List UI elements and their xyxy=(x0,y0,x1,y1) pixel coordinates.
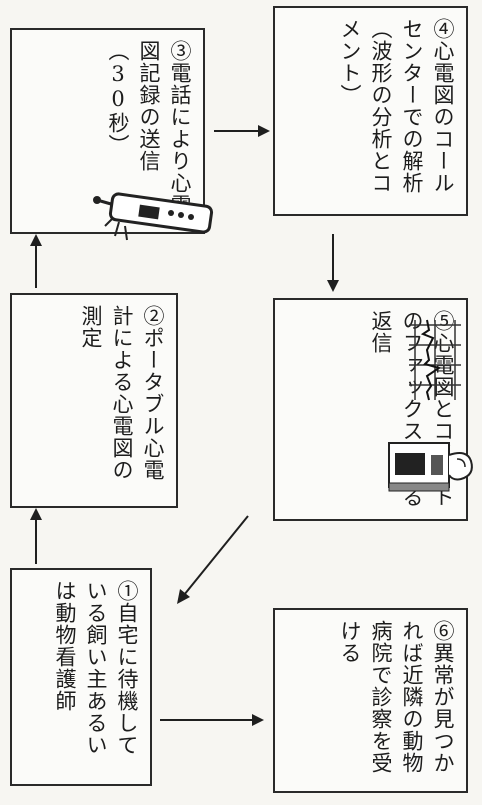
arrow-step3-to-step4 xyxy=(214,125,270,137)
ecg-chart-icon xyxy=(409,319,461,401)
arrow-step5-to-step1 xyxy=(177,515,249,604)
step-3-text: ③電話により心電図記録の送信（30秒） xyxy=(106,40,192,216)
step-2-text: ②ポータブル心電計による心電図の測定 xyxy=(79,305,165,481)
step-1-text: ①自宅に待機している飼い主あるいは動物看護師 xyxy=(53,580,139,756)
fax-machine-icon xyxy=(388,442,473,492)
step-5-box: ⑤心電図とコメントのファックスによる返信 xyxy=(273,298,473,521)
step-4-box: ④心電図のコールセンターでの解析（波形の分析とコメント） xyxy=(273,6,468,216)
step-3-box: ③電話により心電図記録の送信（30秒） xyxy=(10,28,214,241)
arrow-step1-to-step2 xyxy=(30,508,42,564)
step-6-text: ⑥異常が見つかれば近隣の動物病院で診察を受ける xyxy=(338,620,455,774)
arrow-step2-to-step3 xyxy=(30,234,42,288)
step-1-box: ①自宅に待機している飼い主あるいは動物看護師 xyxy=(10,568,152,786)
step-2-box: ②ポータブル心電計による心電図の測定 xyxy=(10,293,178,508)
phone-icon xyxy=(93,192,214,241)
arrow-step1-to-step6 xyxy=(160,714,264,726)
step-6-box: ⑥異常が見つかれば近隣の動物病院で診察を受ける xyxy=(273,608,468,793)
arrow-step4-to-step5 xyxy=(327,234,339,292)
step-4-text: ④心電図のコールセンターでの解析（波形の分析とコメント） xyxy=(338,18,455,194)
